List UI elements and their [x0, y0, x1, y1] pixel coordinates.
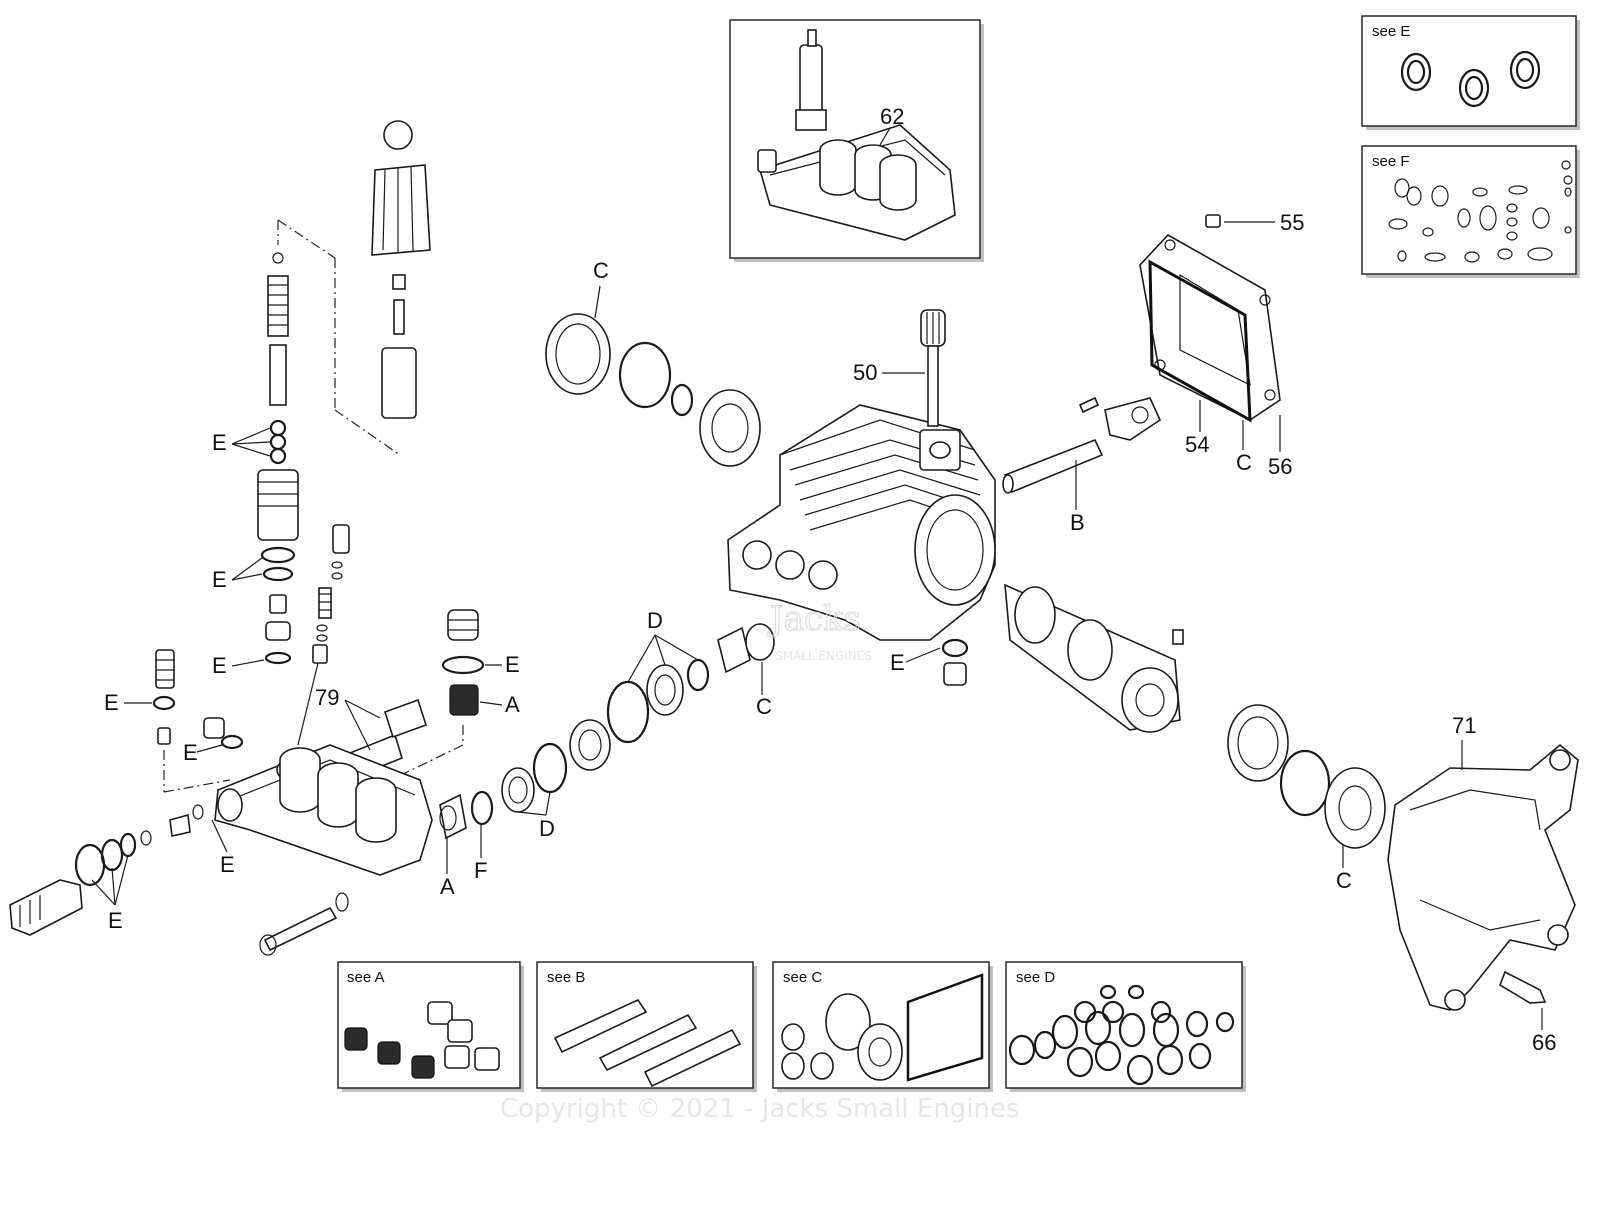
label-55: 55 [1280, 210, 1304, 235]
watermark-logo: Jacks [767, 599, 861, 639]
label-e-drain: E [890, 650, 905, 675]
label-d-bottom: D [539, 816, 555, 841]
label-e-plug2: E [183, 740, 198, 765]
label-f: F [474, 858, 487, 883]
oil-drain-plug: E [890, 638, 969, 686]
piston-rod: B [1002, 396, 1162, 535]
label-b: B [1070, 510, 1085, 535]
crankshaft [1004, 583, 1184, 733]
kit-e-box: see E [1361, 15, 1580, 130]
left-fittings: E E [104, 649, 244, 793]
kit-c-title: see C [783, 969, 822, 986]
kit-e-title: see E [1372, 23, 1410, 40]
label-71: 71 [1452, 713, 1476, 738]
label-c-bottom: C [1336, 868, 1352, 893]
label-e-outlet: E [108, 908, 123, 933]
label-54: 54 [1185, 432, 1209, 457]
label-c-gasket: C [1236, 450, 1252, 475]
label-e-valve-mid: E [212, 567, 227, 592]
mounting-flange: 71 66 [1387, 713, 1579, 1055]
label-62: 62 [880, 104, 904, 129]
manifold-head: E [169, 744, 433, 956]
inset-manifold-assembly: 62 [729, 19, 984, 262]
label-e-manifold: E [220, 852, 235, 877]
inlet-plug-and-valve: E A [369, 609, 520, 791]
label-56: 56 [1268, 454, 1292, 479]
kit-d-box: see D [1005, 961, 1246, 1092]
kit-d-title: see D [1016, 969, 1055, 986]
crankcase [727, 404, 996, 641]
label-a-bottom: A [440, 874, 455, 899]
kit-f-title: see F [1372, 153, 1410, 170]
rear-cover: 55 54 C 56 [1139, 210, 1304, 479]
front-bearing-set: C [545, 258, 761, 467]
kit-f-box: see F [1361, 145, 1580, 278]
label-e-plug: E [505, 652, 520, 677]
label-d-top: D [647, 608, 663, 633]
label-e-valve-top: E [212, 430, 227, 455]
label-a-top: A [505, 692, 520, 717]
label-c-mid: C [756, 694, 772, 719]
watermark-logo-sub: SMALL ENGINES [775, 649, 872, 663]
label-66: 66 [1532, 1030, 1556, 1055]
kit-b-title: see B [547, 969, 585, 986]
piston-seal-sets: C D D F A [439, 608, 775, 899]
oil-dipstick: 50 [853, 309, 946, 427]
label-e-fitting: E [104, 690, 119, 715]
watermark-copyright: Copyright © 2021 - Jacks Small Engines [500, 1094, 1020, 1124]
rear-bearing-set: C [1227, 704, 1386, 893]
watermark: Jacks SMALL ENGINES Copyright © 2021 - J… [500, 599, 1020, 1125]
kit-c-box: see C [772, 961, 993, 1092]
kit-a-title: see A [347, 969, 385, 986]
kit-b-box: see B [536, 961, 757, 1092]
kit-a-box: see A [337, 961, 524, 1092]
label-50: 50 [853, 360, 877, 385]
label-e-valve-low: E [212, 653, 227, 678]
outlet-fitting: E [9, 830, 152, 936]
unloader-valve-stack: E E E [212, 120, 431, 746]
label-c-top: C [593, 258, 609, 283]
label-79: 79 [315, 685, 339, 710]
